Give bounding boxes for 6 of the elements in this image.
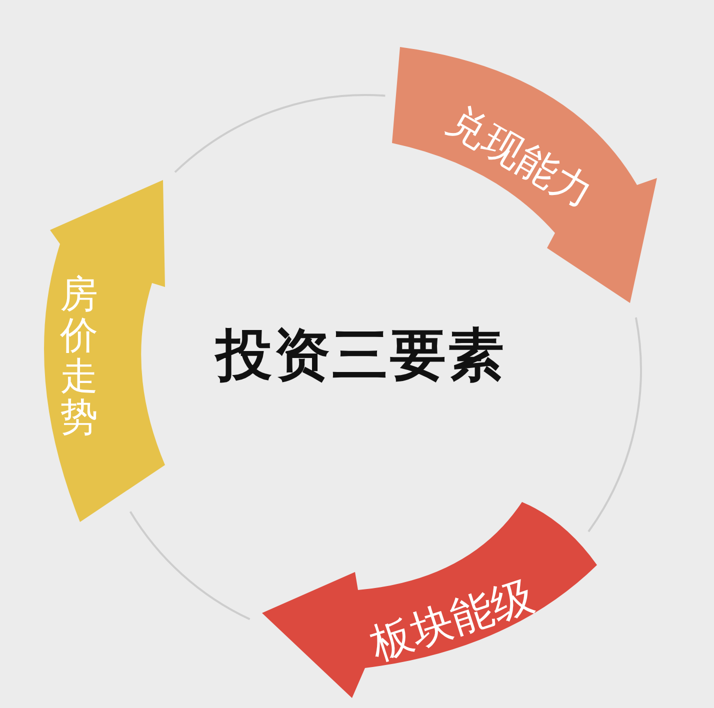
arrow-label: 兑现能力 (440, 100, 600, 214)
curved-arrow (42, 178, 168, 524)
curved-arrow (390, 45, 660, 305)
center-title: 投资三要素 (216, 327, 506, 383)
arrow-label: 板块能级 (366, 574, 538, 666)
arrow-label: 房价走势 (60, 274, 98, 438)
